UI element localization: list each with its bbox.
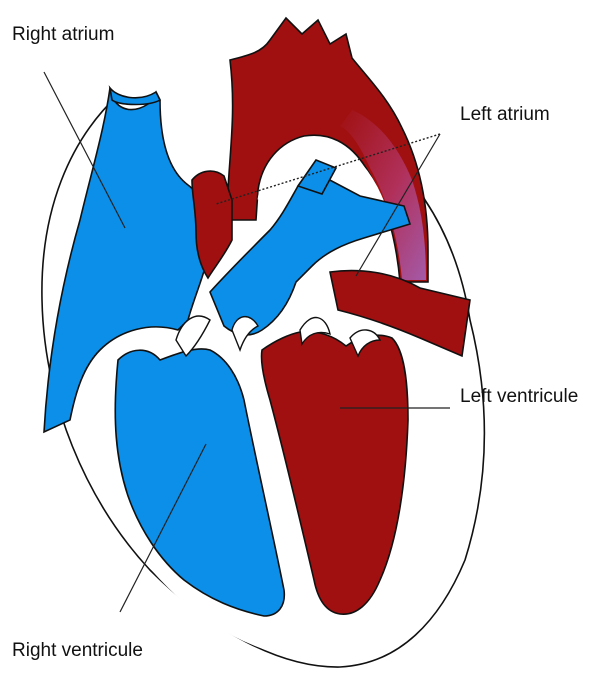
vena-cava <box>110 88 160 105</box>
left-ventricle-shape <box>261 332 408 615</box>
label-right-atrium: Right atrium <box>12 24 114 45</box>
label-left-atrium: Left atrium <box>460 104 550 125</box>
label-left-ventricle: Left ventricule <box>460 386 578 407</box>
label-right-ventricle: Right ventricule <box>12 640 143 661</box>
